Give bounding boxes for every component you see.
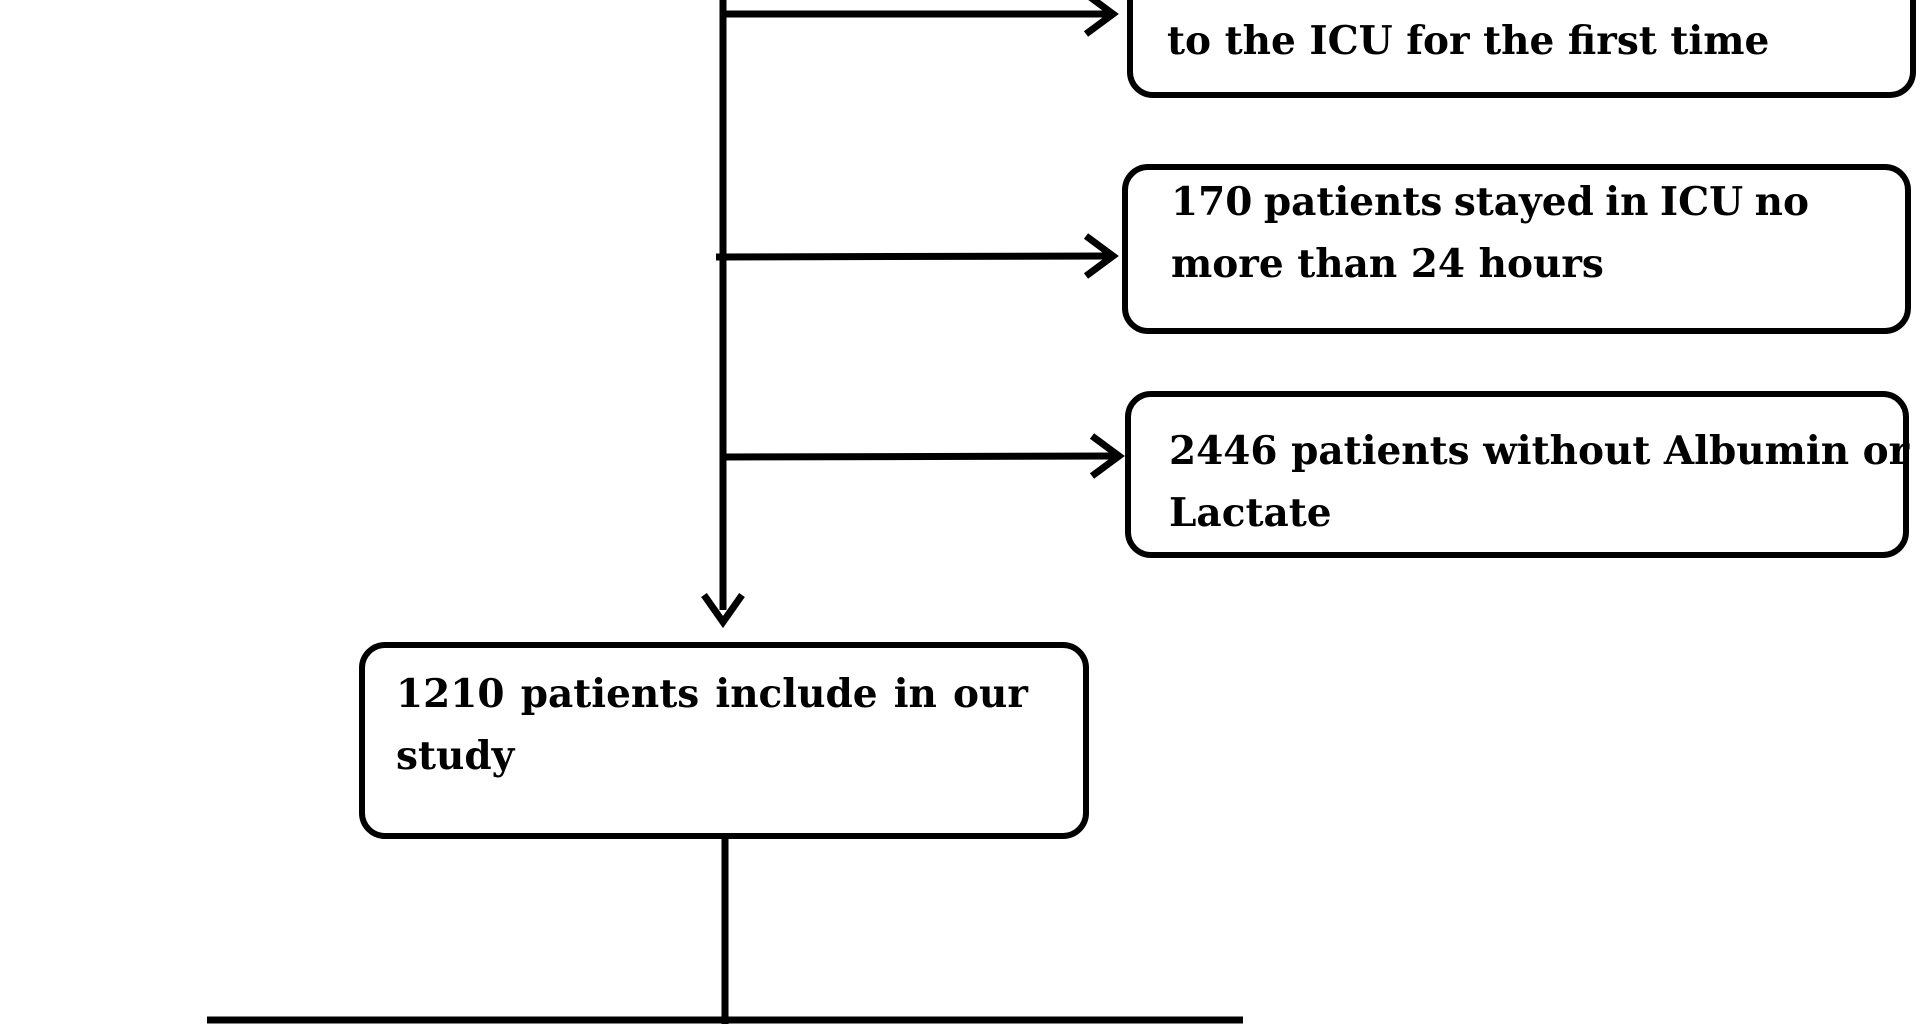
word: 1210	[396, 671, 505, 717]
exclusion-box-2	[1122, 164, 1911, 334]
arrowhead-2	[1083, 233, 1119, 279]
word: patients	[1263, 179, 1443, 225]
word: no	[1754, 179, 1809, 225]
exclusion-box-3-line-2: Lactate	[1169, 490, 1332, 536]
inclusion-box	[359, 642, 1089, 839]
branch-line-3	[722, 452, 1118, 461]
exclusion-box-3-text: 2446 patients without Albumin or Lactate	[1169, 420, 1909, 544]
exclusion-box-2-line-1: 170 patients stayed in ICU no	[1171, 171, 1809, 233]
inclusion-box-line-1: 1210 patients include in our	[396, 663, 1028, 725]
word: ICU	[1659, 179, 1744, 225]
word: our	[953, 671, 1028, 717]
inclusion-box-line-2: study	[396, 733, 515, 779]
word: in	[1605, 179, 1649, 225]
exclusion-box-3	[1125, 391, 1909, 558]
word: patients	[520, 671, 700, 717]
exclusion-box-1	[1127, 0, 1916, 98]
exclusion-box-2-text: 170 patients stayed in ICU no more than …	[1171, 171, 1809, 295]
word: include	[715, 671, 878, 717]
exclusion-box-3-line-1: 2446 patients without Albumin or	[1169, 428, 1910, 474]
arrowhead-1	[1083, 0, 1119, 37]
exclusion-box-2-line-2: more than 24 hours	[1171, 241, 1604, 287]
inclusion-box-text: 1210 patients include in our study	[396, 663, 1028, 787]
arrowhead-down	[701, 592, 745, 629]
word: 170	[1171, 179, 1253, 225]
arrowhead-3	[1089, 433, 1125, 479]
exclusion-box-1-line: to the ICU for the first time	[1167, 18, 1770, 64]
word: in	[893, 671, 937, 717]
branch-line-2	[715, 252, 1112, 261]
exclusion-box-1-text: to the ICU for the first time	[1167, 10, 1769, 72]
word: stayed	[1453, 179, 1594, 225]
